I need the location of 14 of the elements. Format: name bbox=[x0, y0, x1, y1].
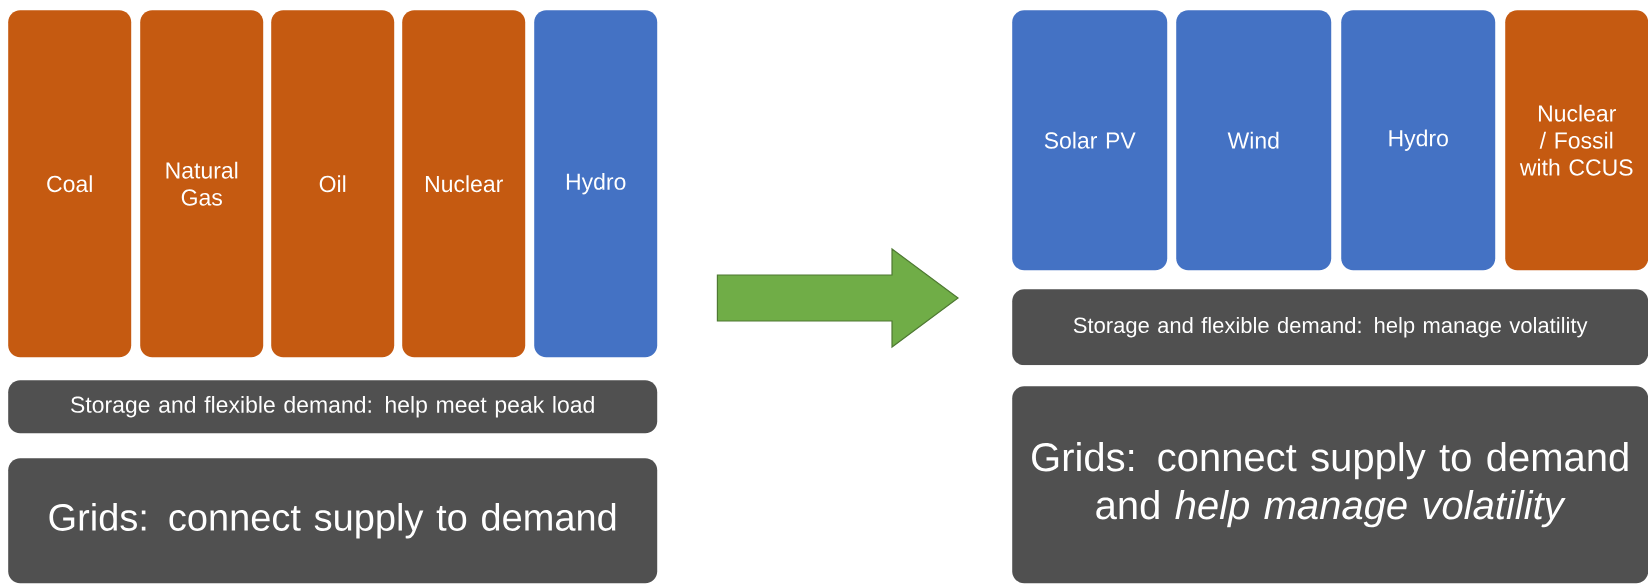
grid-box: Grids: connect supply to demand and help manage volatility bbox=[1012, 386, 1648, 584]
source-box: Nuclear bbox=[402, 10, 526, 358]
grid-box: Grids: connect supply to demand bbox=[8, 458, 658, 584]
source-box: Natural Gas bbox=[140, 10, 264, 358]
source-box: Oil bbox=[271, 10, 395, 358]
source-box: Wind bbox=[1176, 10, 1332, 271]
storage-bar: Storage and flexible demand: help manage volatility bbox=[1012, 289, 1648, 366]
source-box: Nuclear / Fossil with CCUS bbox=[1505, 10, 1648, 271]
source-box: Hydro bbox=[534, 10, 658, 358]
block-arrow bbox=[716, 247, 959, 349]
source-box: Coal bbox=[8, 10, 132, 358]
storage-bar: Storage and flexible demand: help meet peak load bbox=[8, 380, 658, 434]
source-box: Hydro bbox=[1341, 10, 1496, 271]
source-box: Solar PV bbox=[1012, 10, 1168, 271]
